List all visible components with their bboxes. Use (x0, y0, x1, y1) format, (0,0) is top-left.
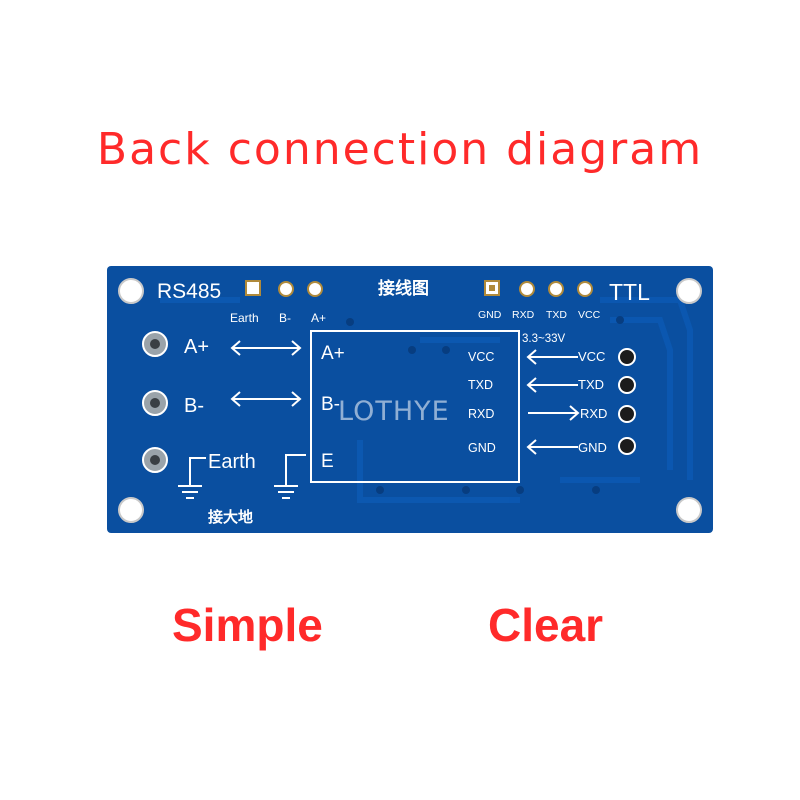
rs485-pin-square (245, 280, 261, 296)
ground-note: 接大地 (208, 508, 253, 526)
module-pin-b: B- (321, 394, 340, 415)
ttl-terminal-txd: TXD (578, 377, 604, 392)
ttl-pin-label-vcc: VCC (578, 309, 601, 321)
watermark: LOTHYE (338, 396, 450, 427)
tagline-clear: Clear (488, 599, 604, 651)
module-outline (310, 330, 520, 483)
pcb-traces (160, 297, 693, 503)
terminal-label-b: B- (184, 395, 204, 417)
ttl-pin-4 (577, 281, 593, 297)
ttl-pin-label-gnd: GND (478, 309, 502, 321)
pcb-vias (346, 316, 624, 494)
module-pin-a: A+ (321, 343, 345, 364)
module-pin-e: E (321, 451, 334, 472)
terminal-label-a: A+ (184, 336, 209, 358)
module-pin-rxd: RXD (468, 407, 494, 421)
ttl-pin-label-rxd: RXD (512, 309, 535, 321)
rs485-pin-label-earth: Earth (230, 311, 259, 325)
double-arrow-icon (230, 340, 302, 407)
ttl-terminal-vcc: VCC (578, 349, 605, 364)
headline: Back connection diagram (96, 124, 704, 175)
rs485-pin-3 (307, 281, 323, 297)
module-pin-gnd: GND (468, 441, 496, 455)
pcb-body (107, 266, 713, 533)
ttl-wire-pins (618, 348, 636, 455)
module-pin-vcc: VCC (468, 350, 494, 364)
ttl-pin-2 (519, 281, 535, 297)
ttl-voltage-label: 3.3~33V (522, 333, 565, 345)
ttl-terminal-rxd: RXD (580, 406, 607, 421)
rs485-title: RS485 (157, 280, 221, 303)
ttl-pin-3 (548, 281, 564, 297)
wiring-diagram-title: 接线图 (378, 278, 429, 299)
rs485-pin-label-a: A+ (311, 311, 326, 325)
ttl-pin-label-txd: TXD (546, 309, 567, 321)
rs485-pin-2 (278, 281, 294, 297)
terminal-label-earth: Earth (208, 451, 256, 473)
ttl-terminal-gnd: GND (578, 440, 607, 455)
rs485-pin-label-b: B- (279, 311, 291, 325)
screw-terminals-left (142, 331, 168, 473)
module-pin-txd: TXD (468, 378, 493, 392)
ttl-title: TTL (609, 279, 650, 305)
ground-symbol-icon (178, 454, 306, 499)
tagline-simple: Simple (172, 599, 323, 651)
arrow-icon (526, 349, 580, 455)
mounting-holes (118, 278, 702, 523)
ttl-pin-square-pad (489, 285, 495, 291)
